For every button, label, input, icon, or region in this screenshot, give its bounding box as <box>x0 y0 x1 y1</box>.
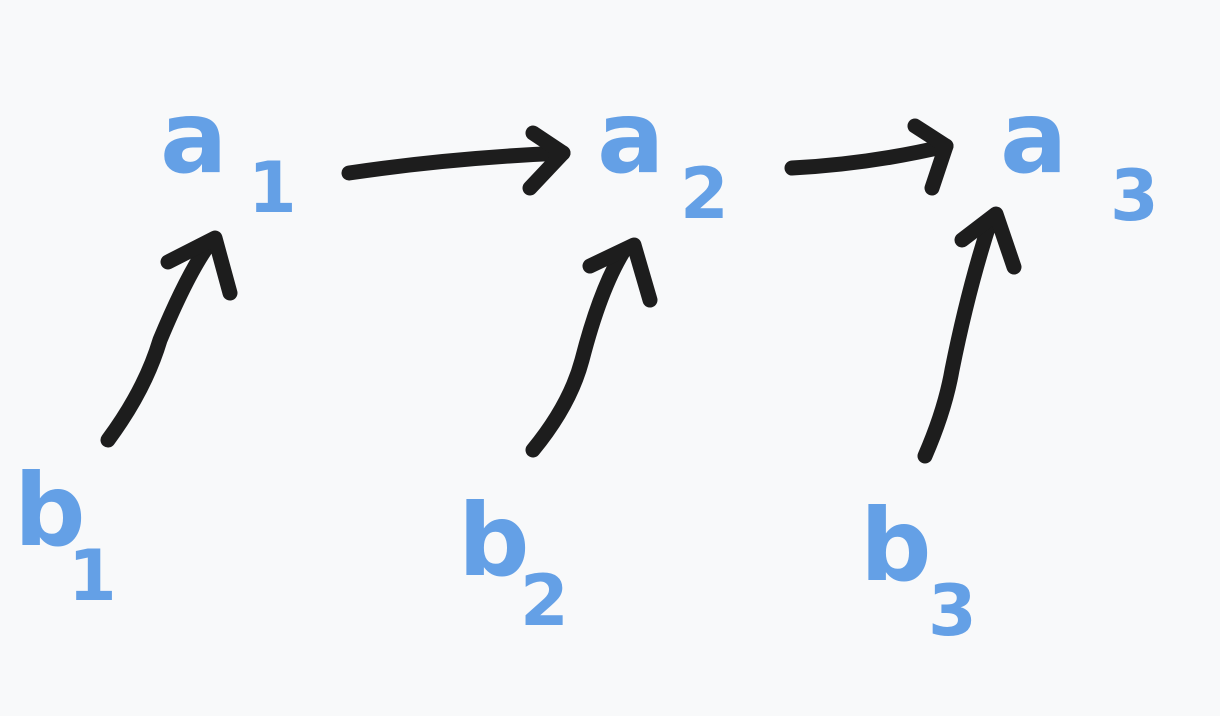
svg-text:a 2: a 2 <box>597 79 729 235</box>
node-b3-letter: b <box>860 487 932 604</box>
node-b1-subscript: 1 <box>68 535 117 617</box>
node-b1-letter: b <box>14 452 86 569</box>
edge-b2-a2-shaft <box>525 244 631 458</box>
edge-b2-a2-arrowhead <box>582 237 658 308</box>
edge-b2-a2-arrow <box>525 237 658 458</box>
edge-b1-a1-arrowhead <box>160 230 238 301</box>
svg-text:a 3: a 3 <box>1000 79 1159 237</box>
edge-b1-a1-shaft <box>100 242 213 448</box>
svg-text:b 2: b 2 <box>458 482 569 642</box>
node-a2: a 2 <box>597 79 729 235</box>
edge-a1-a2-arrowhead <box>522 125 571 196</box>
edge-b3-a3-shaft <box>917 214 998 464</box>
edge-b3-a3-arrowhead <box>954 206 1022 275</box>
edge-a2-a3-shaft <box>784 138 954 176</box>
edge-a1-a2-arrow <box>341 125 571 196</box>
svg-text:a 1: a 1 <box>160 79 297 229</box>
node-a1-letter: a <box>160 79 227 196</box>
node-a1: a 1 <box>160 79 297 229</box>
edge-b1-a1-arrow <box>100 230 238 448</box>
node-b3-subscript: 3 <box>928 570 977 652</box>
node-a3-subscript: 3 <box>1110 155 1159 237</box>
node-a3: a 3 <box>1000 79 1159 237</box>
node-b2-subscript: 2 <box>520 560 569 642</box>
node-a3-letter: a <box>1000 79 1067 196</box>
node-a1-subscript: 1 <box>248 147 297 229</box>
node-b1: b 1 <box>14 452 117 617</box>
svg-text:b 3: b 3 <box>860 487 977 652</box>
node-b2: b 2 <box>458 482 569 642</box>
edge-a1-a2-shaft <box>341 145 571 181</box>
node-a2-subscript: 2 <box>680 153 729 235</box>
node-b3: b 3 <box>860 487 977 652</box>
edge-a2-a3-arrowhead <box>907 118 954 196</box>
edge-b3-a3-arrow <box>917 206 1022 464</box>
node-b2-letter: b <box>458 482 530 599</box>
edge-a2-a3-arrow <box>784 118 954 196</box>
node-a2-letter: a <box>597 79 664 196</box>
svg-text:b 1: b 1 <box>14 452 117 617</box>
